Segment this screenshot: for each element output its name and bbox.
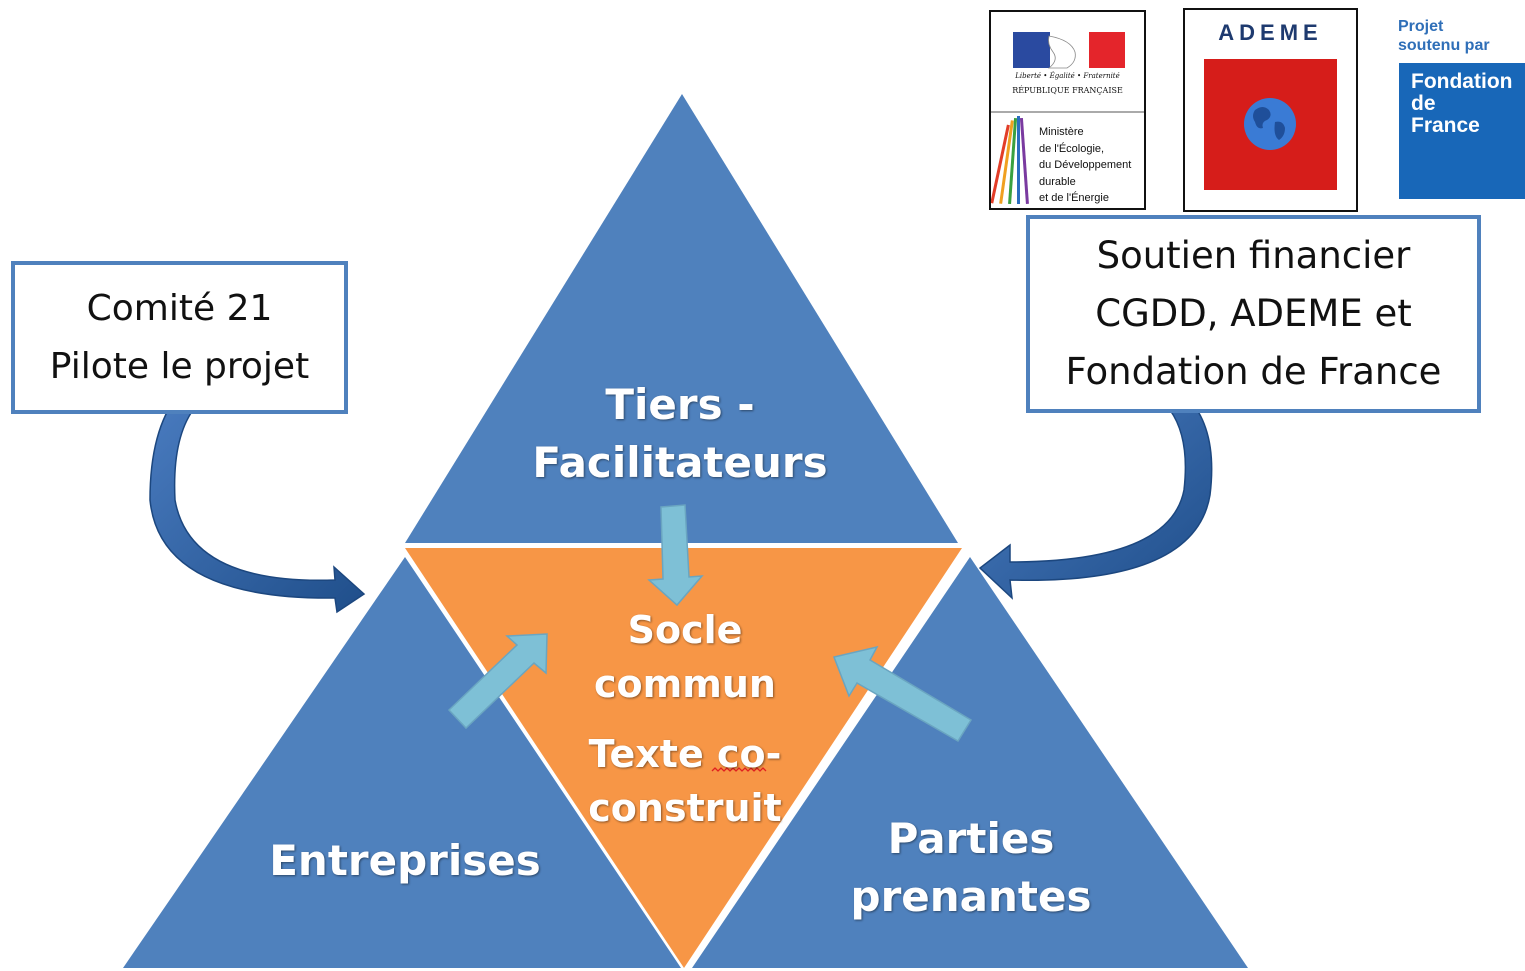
triangle-right (692, 557, 1248, 968)
rf-ministry-line2: de l'Écologie, (1039, 142, 1105, 155)
callout-right-line2: CGDD, ADEME et (1095, 292, 1412, 335)
curved-arrow-left (149, 393, 366, 614)
fondation-line3: France (1411, 114, 1480, 137)
callout-right-line3: Fondation de France (1065, 350, 1442, 393)
rf-ministry-line1: Ministère (1039, 126, 1084, 138)
label-entreprises: Entreprises (205, 832, 605, 890)
rf-ministry: Ministère de l'Écologie, du Développemen… (1039, 124, 1131, 207)
callout-soutien-financier: Soutien financier CGDD, ADEME et Fondati… (1026, 215, 1481, 413)
callout-left-line2: Pilote le projet (49, 345, 310, 387)
label-socle-commun: Socle commun (535, 603, 835, 711)
triangle-top (405, 94, 958, 543)
fondation-line2: de (1411, 92, 1436, 115)
fondation-line1: Fondation (1411, 70, 1513, 93)
parties-line1: Parties (887, 814, 1055, 863)
entreprises-line: Entreprises (269, 836, 541, 885)
ademe-wordmark: ADEME (1218, 20, 1323, 45)
texte-line2: construit (588, 786, 782, 830)
rf-ministry-line5: et de l'Énergie (1039, 192, 1109, 204)
triangle-left (123, 557, 681, 968)
rf-ministry-line3: du Développement (1039, 159, 1132, 171)
callout-left-line1: Comité 21 (86, 287, 273, 329)
tiers-line1: Tiers - (605, 380, 755, 429)
rf-ministry-line4: durable (1039, 175, 1076, 188)
callout-comite-21: Comité 21 Pilote le projet (11, 261, 348, 414)
parties-line2: prenantes (850, 872, 1092, 921)
label-parties-prenantes: Parties prenantes (771, 810, 1171, 926)
texte-line1: Texte co- (588, 732, 782, 776)
curved-arrow-right (978, 397, 1213, 600)
logo-fondation-de-france: Fondation de France (1399, 63, 1525, 199)
label-tiers-facilitateurs: Tiers - Facilitateurs (480, 376, 880, 492)
globe-icon (1204, 59, 1337, 190)
socle-line1: Socle (627, 608, 743, 652)
tiers-line2: Facilitateurs (532, 438, 828, 487)
marianne-icon (991, 32, 1144, 205)
callout-right-line1: Soutien financier (1096, 234, 1411, 277)
arrow-from-top (647, 504, 704, 607)
arrow-from-left (447, 633, 548, 730)
rf-motto: Liberté • Égalité • Fraternité (1015, 72, 1120, 80)
fondation-caption-line2: soutenu par (1398, 37, 1490, 54)
spellcheck-underline (711, 767, 767, 772)
arrow-from-right (832, 645, 973, 743)
rf-name: RÉPUBLIQUE FRANÇAISE (1012, 86, 1123, 95)
logo-republique-francaise: Liberté • Égalité • Fraternité RÉPUBLIQU… (989, 10, 1146, 210)
logo-ademe: ADEME (1183, 8, 1358, 212)
socle-line2: commun (594, 662, 776, 706)
fondation-caption-line1: Projet (1398, 18, 1444, 35)
fondation-caption: Projet soutenu par (1398, 17, 1490, 55)
label-texte-co-construit: Texte co- construit (535, 727, 835, 835)
